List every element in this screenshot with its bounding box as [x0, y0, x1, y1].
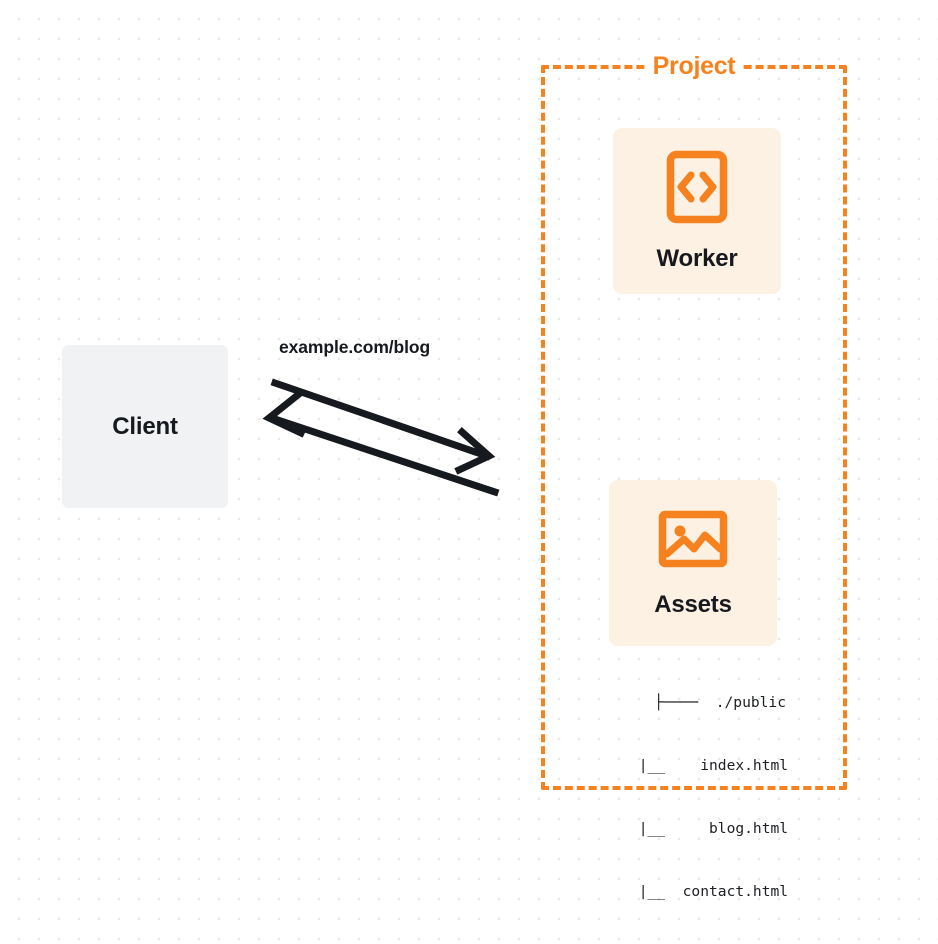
- project-title-label: Project: [646, 52, 742, 81]
- file-tree-row: |__ blog.html: [586, 820, 789, 837]
- request-url-label: example.com/blog: [279, 337, 431, 357]
- client-node-label: Client: [112, 412, 178, 440]
- file-tree-row: ├──── ./public: [654, 694, 786, 711]
- assets-file-tree: ├──── ./public |__ index.html |__ blog.h…: [586, 650, 789, 944]
- arrow-project-to-client: [262, 389, 500, 497]
- image-picture-icon: [658, 508, 728, 575]
- file-tree-row: |__ index.html: [586, 757, 789, 774]
- code-brackets-icon: [666, 150, 728, 229]
- diagram-canvas: Client example.com/blog Project Worker: [62, 52, 847, 900]
- assets-node[interactable]: Assets: [609, 480, 777, 646]
- client-node[interactable]: Client: [62, 345, 228, 508]
- assets-node-label: Assets: [654, 590, 732, 618]
- file-tree-row: |__ contact.html: [586, 883, 789, 900]
- arrow-client-to-project: [270, 378, 496, 475]
- worker-node[interactable]: Worker: [613, 128, 781, 294]
- worker-node-label: Worker: [656, 244, 738, 272]
- project-boundary: Project: [541, 52, 847, 790]
